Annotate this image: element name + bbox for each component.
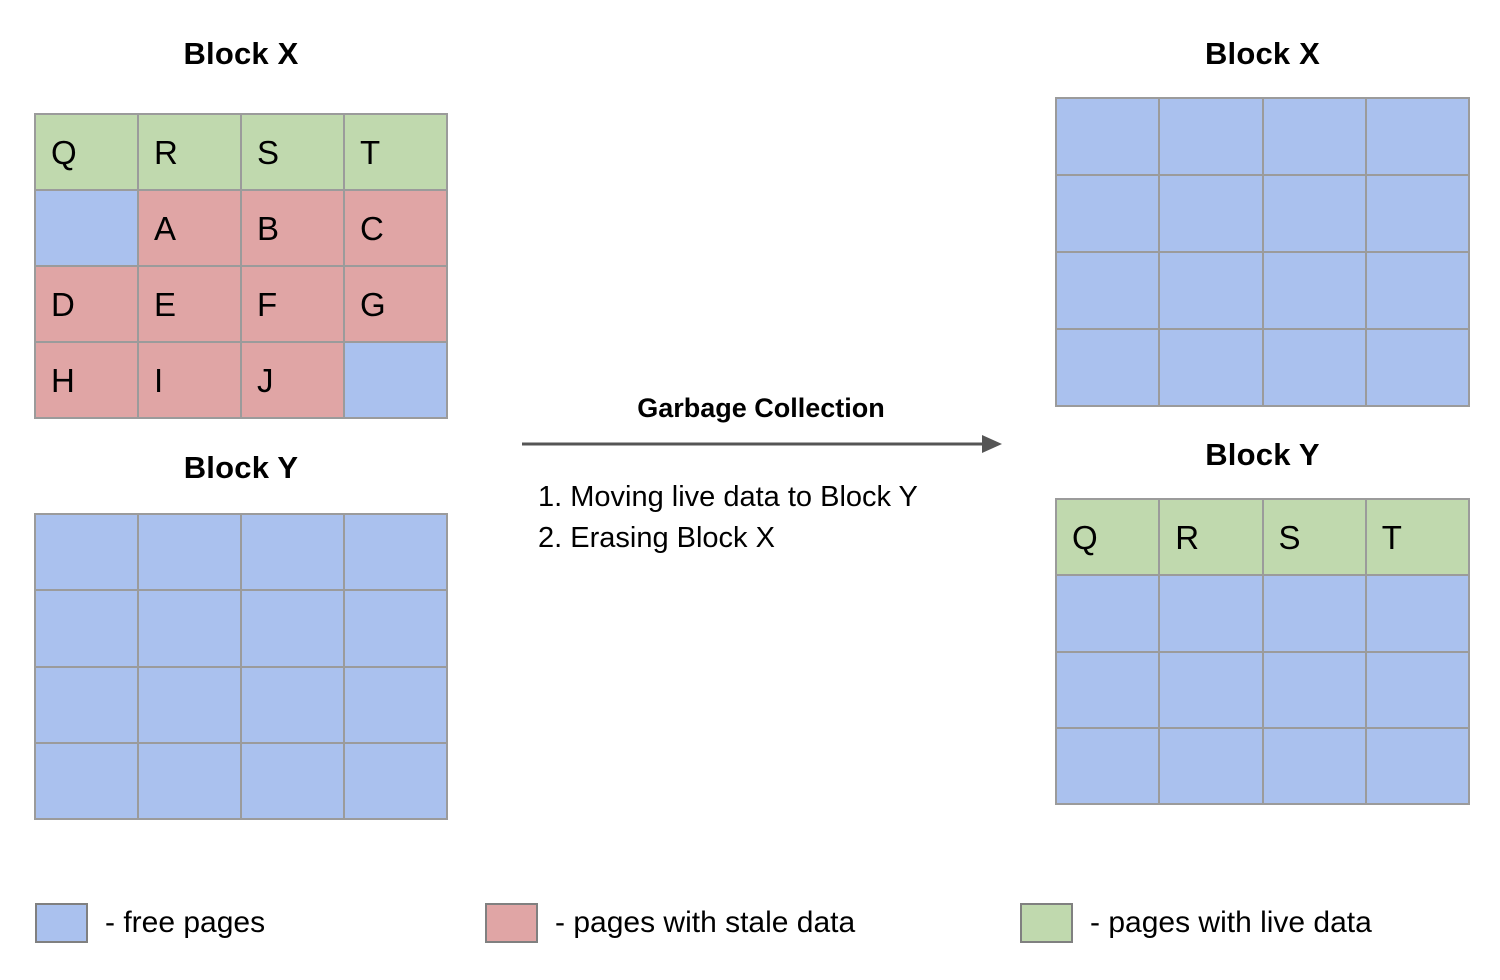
- page-cell: I: [139, 343, 242, 419]
- legend-item-stale: - pages with stale data: [485, 903, 855, 943]
- page-cell: A: [139, 191, 242, 267]
- page-cell: [1263, 728, 1367, 805]
- page-cell: [1366, 99, 1470, 176]
- page-cell: [345, 743, 448, 820]
- page-cell: [1263, 99, 1367, 176]
- page-cell: [36, 591, 139, 668]
- page-cell: T: [345, 115, 448, 191]
- page-cell: [1057, 728, 1161, 805]
- page-cell: B: [242, 191, 345, 267]
- legend-swatch-live: [1020, 903, 1073, 943]
- page-cell: S: [1263, 500, 1367, 577]
- page-cell: C: [345, 191, 448, 267]
- page-cell: [1263, 330, 1367, 407]
- gc-step-2: 2. Erasing Block X: [538, 522, 775, 555]
- page-cell: [139, 667, 242, 744]
- page-cell: E: [139, 267, 242, 343]
- gc-step-1: 1. Moving live data to Block Y: [538, 481, 918, 513]
- page-cell: [1263, 576, 1367, 653]
- page-cell: [242, 667, 345, 744]
- page-cell: [1366, 728, 1470, 805]
- page-cell: T: [1366, 500, 1470, 577]
- page-cell: [1366, 253, 1470, 330]
- page-cell: [1057, 253, 1161, 330]
- page-cell: [1366, 576, 1470, 653]
- page-cell: F: [242, 267, 345, 343]
- page-cell: [1160, 99, 1264, 176]
- page-cell: [242, 515, 345, 592]
- legend-swatch-stale: [485, 903, 538, 943]
- page-cell: [1160, 652, 1264, 729]
- page-cell: [36, 667, 139, 744]
- page-cell: [345, 343, 448, 419]
- page-cell: [1160, 330, 1264, 407]
- page-cell: R: [1160, 500, 1264, 577]
- legend-label: - free pages: [105, 906, 266, 939]
- block-x-before-title: Block X: [183, 36, 299, 71]
- page-cell: H: [36, 343, 139, 419]
- page-cell: [1366, 652, 1470, 729]
- page-cell: [139, 743, 242, 820]
- page-cell: G: [345, 267, 448, 343]
- legend-item-live: - pages with live data: [1020, 903, 1372, 943]
- page-cell: [1366, 176, 1470, 253]
- block-x-after-title: Block X: [1204, 36, 1321, 71]
- page-cell: [1057, 99, 1161, 176]
- page-cell: [1057, 176, 1161, 253]
- right-arrow-icon: [520, 430, 1004, 458]
- page-cell: [1160, 728, 1264, 805]
- page-cell: S: [242, 115, 345, 191]
- page-cell: [345, 667, 448, 744]
- page-cell: D: [36, 267, 139, 343]
- page-cell: [345, 591, 448, 668]
- legend-item-free: - free pages: [35, 903, 265, 943]
- block-x-after-grid: [1055, 97, 1470, 407]
- page-cell: [1057, 652, 1161, 729]
- page-cell: [1263, 176, 1367, 253]
- page-cell: [1160, 253, 1264, 330]
- page-cell: [139, 515, 242, 592]
- page-cell: [139, 591, 242, 668]
- page-cell: [1160, 576, 1264, 653]
- block-y-before-grid: [34, 513, 448, 820]
- page-cell: Q: [1057, 500, 1161, 577]
- page-cell: [242, 591, 345, 668]
- page-cell: [345, 515, 448, 592]
- page-cell: [1057, 330, 1161, 407]
- block-y-before-title: Block Y: [183, 450, 299, 485]
- legend-label: - pages with live data: [1090, 906, 1372, 939]
- page-cell: [1263, 253, 1367, 330]
- garbage-collection-label: Garbage Collection: [637, 393, 885, 423]
- legend-label: - pages with stale data: [555, 906, 856, 939]
- page-cell: [1366, 330, 1470, 407]
- page-cell: Q: [36, 115, 139, 191]
- page-cell: [1160, 176, 1264, 253]
- page-cell: [36, 515, 139, 592]
- block-y-after-title: Block Y: [1205, 437, 1320, 472]
- page-cell: R: [139, 115, 242, 191]
- legend-swatch-free: [35, 903, 88, 943]
- page-cell: [1057, 576, 1161, 653]
- page-cell: [36, 191, 139, 267]
- page-cell: J: [242, 343, 345, 419]
- page-cell: [242, 743, 345, 820]
- page-cell: [1263, 652, 1367, 729]
- gc-steps-list: 1. Moving live data to Block Y 2. Erasin…: [538, 477, 918, 559]
- page-cell: [36, 743, 139, 820]
